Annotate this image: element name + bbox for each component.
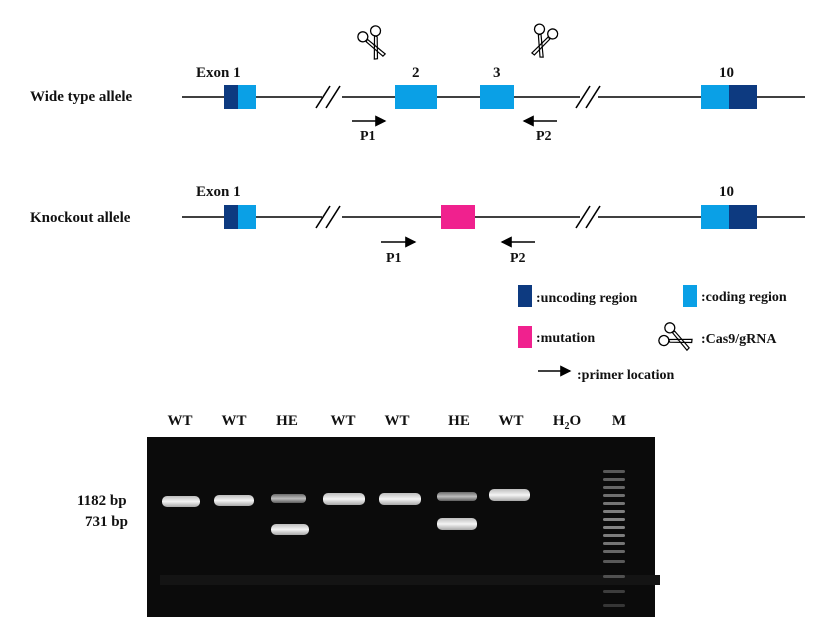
ko-break-2a [575,205,591,229]
wt-exon10-uncoding [729,85,757,109]
size-label-731: 731 bp [85,514,128,530]
wt-exon10-label: 10 [719,65,734,81]
wt-exon2 [395,85,437,109]
wt-exon3 [480,85,514,109]
legend-scissors-icon [656,320,697,357]
band-lane6-731 [437,518,477,530]
legend-primer-label: :primer location [577,368,675,383]
lane-label-3: HE [276,413,298,429]
lane-label-6: HE [448,413,470,429]
legend-coding-label: :coding region [701,290,787,305]
wt-break-1b [325,85,341,109]
knockout-label: Knockout allele [30,210,131,226]
wt-exon1-uncoding [224,85,238,109]
wt-primer1-label: P1 [360,129,376,144]
lane-label-4: WT [330,413,355,429]
lane-label-5: WT [384,413,409,429]
band-lane1-1182 [162,496,200,507]
ko-break-2b [585,205,601,229]
wild-type-allele: Wide type allele Exon 1 2 3 10 P1 P2 [30,22,805,144]
wt-exon2-label: 2 [412,65,420,81]
ko-break-1a [315,205,331,229]
wild-type-label: Wide type allele [30,89,133,105]
band-lane6-1182 [437,492,477,501]
legend-uncoding-swatch [518,285,532,307]
lane-label-8: H2O [553,413,581,432]
ko-exon10-label: 10 [719,184,734,200]
gel-haze [160,575,660,585]
ko-exon10-coding [701,205,729,229]
lane-label-2: WT [221,413,246,429]
wt-break-2a [575,85,591,109]
legend-coding-swatch [683,285,697,307]
wt-break-2b [585,85,601,109]
gel-background [147,437,655,617]
gel-panel: WT WT HE WT WT HE WT H2O M 1182 bp 731 b… [77,413,660,617]
band-lane3-1182 [271,494,306,503]
cas9-scissors-icon [355,23,392,64]
marker-ladder [603,470,625,607]
size-label-1182: 1182 bp [77,493,127,509]
legend-cas9-label: :Cas9/gRNA [701,332,777,347]
ko-exon1-coding [238,205,256,229]
ko-mutation-block [441,205,475,229]
wt-break-1a [315,85,331,109]
lane-label-9: M [612,413,626,429]
wt-exon10-coding [701,85,729,109]
ko-break-1b [325,205,341,229]
legend-mutation-label: :mutation [536,331,595,346]
band-lane2-1182 [214,495,254,506]
ko-exon1-uncoding [224,205,238,229]
band-lane4-1182 [323,493,365,505]
ko-exon1-label: Exon 1 [196,184,241,200]
band-lane3-731 [271,524,309,535]
lane-label-1: WT [167,413,192,429]
ko-primer1-label: P1 [386,251,402,266]
band-lane7-1182 [489,489,530,501]
cas9-scissors-icon [525,22,560,61]
band-lane5-1182 [379,493,421,505]
wt-exon1-label: Exon 1 [196,65,241,81]
wt-exon1-coding [238,85,256,109]
legend: :uncoding region :coding region :mutatio… [518,285,787,383]
wt-exon3-label: 3 [493,65,501,81]
wt-primer2-label: P2 [536,129,552,144]
legend-uncoding-label: :uncoding region [536,291,637,306]
ko-exon10-uncoding [729,205,757,229]
ko-primer2-label: P2 [510,251,526,266]
knockout-allele: Knockout allele Exon 1 10 P1 P2 [30,184,805,266]
lane-label-7: WT [498,413,523,429]
legend-mutation-swatch [518,326,532,348]
